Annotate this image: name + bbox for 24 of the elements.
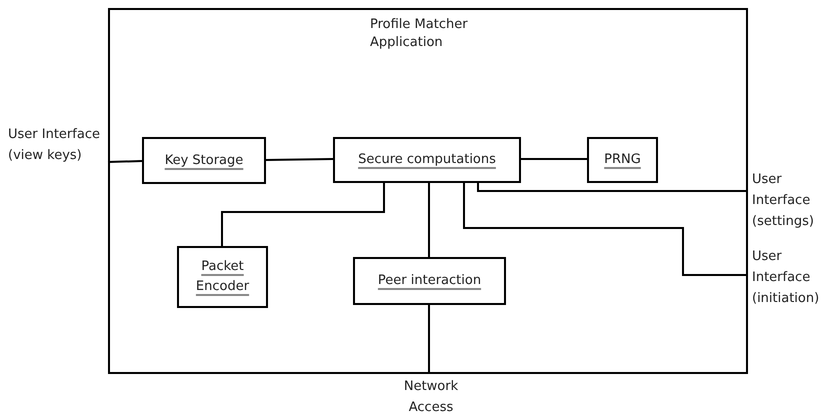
connector-line	[463, 183, 747, 276]
process-box	[587, 137, 658, 183]
process-box	[333, 137, 521, 183]
process-box	[353, 257, 506, 305]
external-label: User Interface (initiation)	[752, 246, 836, 312]
application-frame	[108, 8, 748, 374]
process-box	[177, 246, 268, 308]
box-label: Packet Encoder	[194, 258, 250, 296]
connector-line	[108, 160, 142, 163]
connector-line	[428, 183, 430, 257]
external-label: Network Access	[396, 376, 466, 414]
connector-line	[477, 183, 747, 192]
external-label: User Interface (settings)	[752, 169, 822, 235]
frame-title: Profile Matcher Application	[370, 16, 469, 52]
connector-line	[221, 183, 385, 246]
connector-line	[266, 158, 334, 161]
connector-line	[428, 305, 430, 373]
box-label: Secure computations	[358, 151, 496, 169]
box-label: Key Storage	[164, 152, 244, 170]
process-box	[142, 137, 266, 184]
box-label: PRNG	[604, 151, 641, 169]
connector-line	[521, 158, 587, 160]
box-label: Peer interaction	[378, 272, 482, 290]
external-label: User Interface (view keys)	[8, 124, 100, 190]
